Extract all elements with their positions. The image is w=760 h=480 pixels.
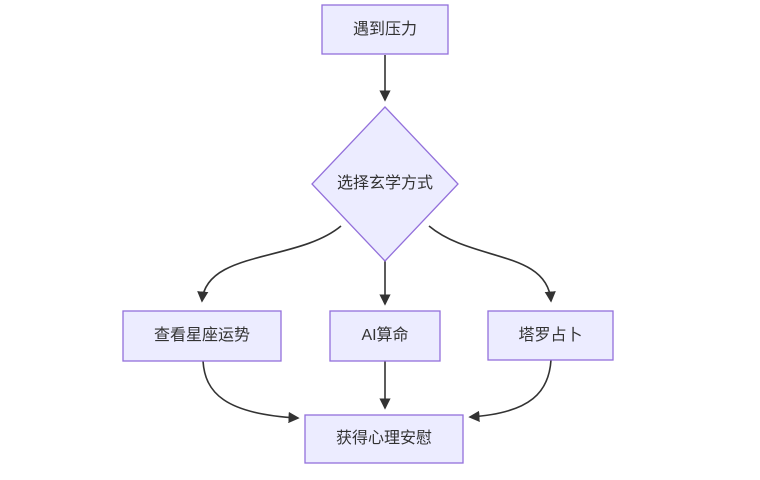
node-choose-label: 选择玄学方式 (336, 175, 433, 192)
node-comfort-label: 获得心理安慰 (335, 430, 432, 447)
node-choose-diamond-shape (311, 106, 459, 262)
node-stress-label: 遇到压力 (352, 20, 417, 38)
node-horoscope-label: 查看星座运势 (153, 327, 250, 344)
edge-horoscope-to-comfort (202, 360, 300, 424)
node-tarot-label: 塔罗占卜 (518, 326, 583, 344)
edge-choose-to-horoscope (197, 225, 342, 303)
edge-choose-to-tarot (428, 225, 556, 303)
node-tarot-shape (487, 310, 614, 361)
node-ai-shape (329, 310, 441, 362)
node-stress-shape (321, 4, 449, 55)
node-horoscope-shape (122, 310, 282, 362)
edge-tarot-to-comfort (468, 359, 552, 422)
node-ai-label: AI算命 (361, 327, 409, 344)
node-comfort-shape (304, 414, 464, 464)
